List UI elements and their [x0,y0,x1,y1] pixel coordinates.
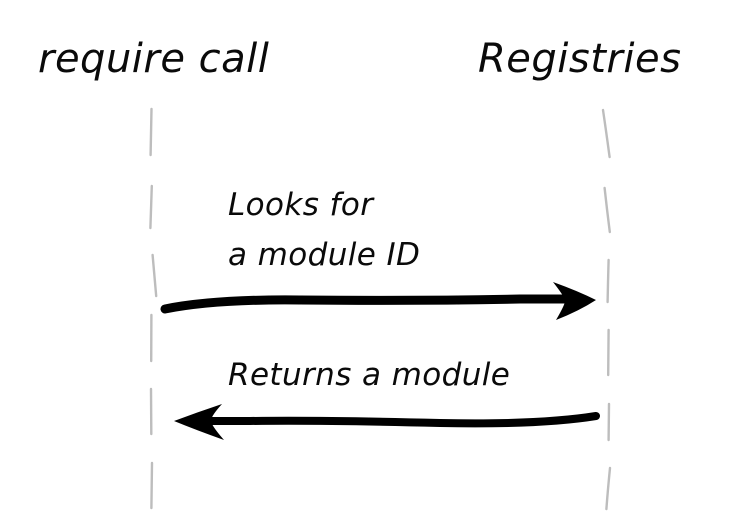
participant-label-registries: Registries [478,36,681,82]
lifeline-require-call [149,107,158,510]
message-arrow-looks-for-module-id [160,282,596,320]
message-label-returns-a-module: Returns a module [228,357,510,393]
message-label-looks-for-line-1: Looks for [228,187,375,223]
message-arrow-returns-a-module [174,404,600,440]
message-label-looks-for-line-2: a module ID [228,237,420,273]
lifeline-registries [601,108,612,511]
participant-label-require-call: require call [38,36,269,82]
